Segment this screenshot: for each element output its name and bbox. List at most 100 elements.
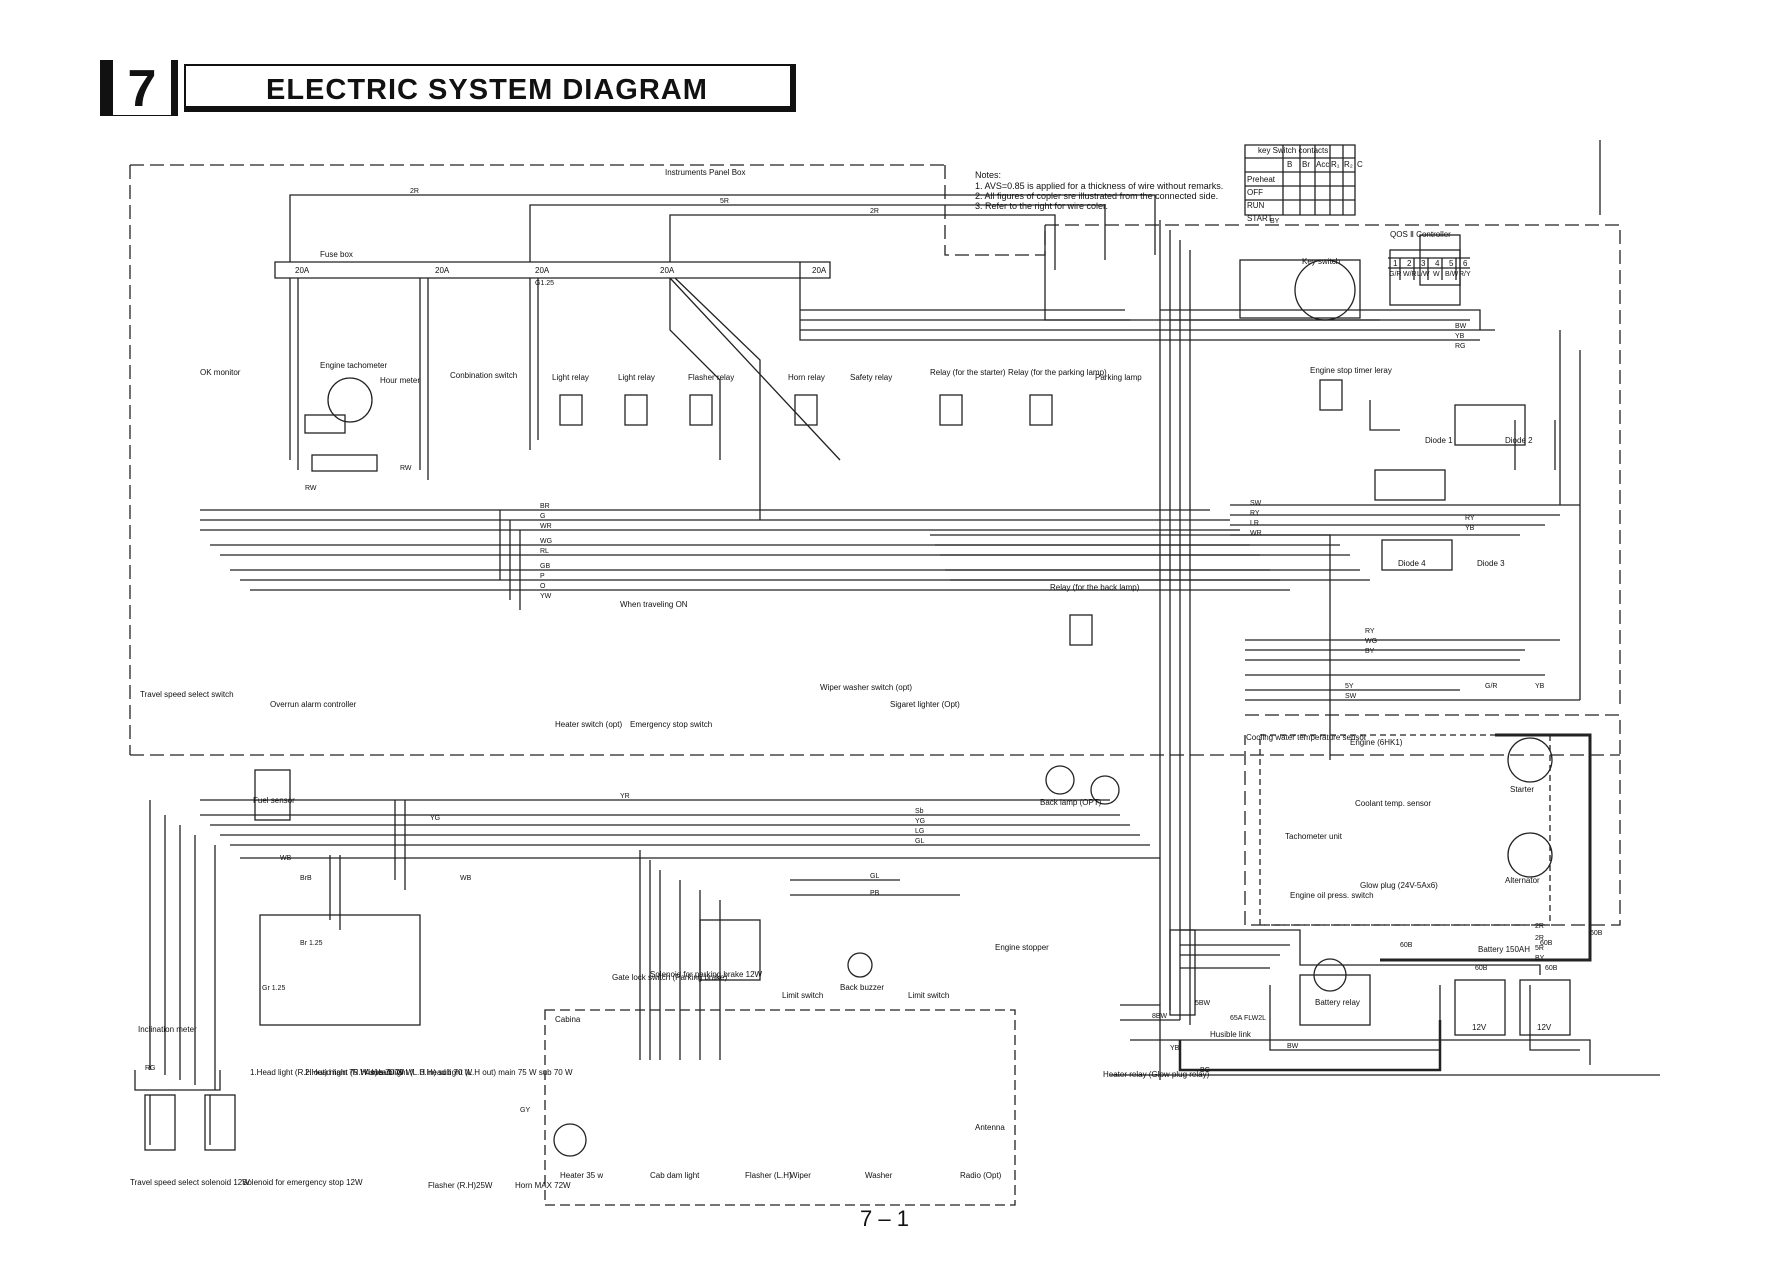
wire-label: PB (870, 890, 880, 897)
wire-label: YB (1455, 333, 1465, 340)
wire-label: 5BW (1195, 1000, 1211, 1007)
wire-label: BG (1200, 1067, 1210, 1074)
diode-1-label: Diode 1 (1425, 436, 1453, 445)
wire-label: WG (1365, 638, 1377, 645)
wire-label: 65A FLW2L (1230, 1015, 1266, 1022)
back-lamp-label: Back lamp (OPT) (1040, 798, 1102, 807)
qos-pin-4: 4 (1435, 259, 1440, 268)
wire-label: 60B (1475, 965, 1488, 972)
battery-volt-1: 12V (1472, 1023, 1487, 1032)
wire-label: 2R (410, 188, 419, 195)
wire-label: BR (540, 503, 550, 510)
wire-label: YB (1170, 1045, 1180, 1052)
key-row-preheat: Preheat (1247, 175, 1276, 184)
wire-label: WB (280, 855, 292, 862)
wire-label: 60B (1540, 940, 1553, 947)
gate-lock-switch-label: Gate lock switch (Parking brake) (612, 973, 727, 982)
key-col-b: B (1287, 160, 1292, 169)
flasher-lh-label: Flasher (L.H) (745, 1171, 792, 1180)
wire-label: 2R (870, 208, 879, 215)
battery-label: Battery 150AH (1478, 945, 1530, 954)
when-traveling-label: When traveling ON (620, 600, 688, 609)
wire-label: Gr 1.25 (262, 985, 285, 992)
light-relay-1-label: Light relay (552, 373, 589, 382)
parking-brake-solenoid-label: Solenoid for parking brake 12W (650, 970, 763, 979)
area-cabin: Cabina (555, 1015, 581, 1024)
wire-label: LG (915, 828, 924, 835)
qos-color-2: W/R (1403, 271, 1417, 278)
head-light-4-label: 4.Head light (L.H in) sub 70 W (365, 1068, 473, 1077)
glow-plug-label: Glow plug (24V-5Ax6) (1360, 881, 1438, 890)
wire-label: 5R (1535, 945, 1544, 952)
wire-label: RY (1465, 515, 1475, 522)
key-row-off: OFF (1247, 188, 1263, 197)
limit-switch-1-label: Limit switch (782, 991, 823, 1000)
starter-relay-label: Relay (for the starter) (930, 368, 1006, 377)
heater-label: Heater 35 w (560, 1171, 603, 1180)
wire-label: YB (1535, 683, 1545, 690)
head-light-1-label: 1.Head light (R.H out) main 75 W sub 70 … (250, 1068, 404, 1077)
engine-stopper-label: Engine stopper (995, 943, 1049, 952)
wire-label: 60B (1545, 965, 1558, 972)
qos-color-5: B/W (1445, 271, 1459, 278)
qos-pin-6: 6 (1463, 259, 1468, 268)
limit-switch-2-label: Limit switch (908, 991, 949, 1000)
fusible-link-label: Husible link (1210, 1030, 1252, 1039)
inclination-meter-label: Inclination meter (138, 1025, 197, 1034)
speed-solenoid-label: Travel speed select solenoid 12W (130, 1178, 250, 1187)
note-line-2: 2. All figures of copler sre illustrated… (975, 191, 1218, 201)
area-fuse-box: Fuse box (320, 250, 353, 259)
antenna-label: Antenna (975, 1123, 1005, 1132)
coolant-sensor-label: Coolant temp. sensor (1355, 799, 1431, 808)
diode-3-label: Diode 3 (1477, 559, 1505, 568)
engine-tachometer-label: Engine tachometer (320, 361, 387, 370)
notes-heading: Notes: (975, 170, 1001, 180)
wire-label: YG (915, 818, 925, 825)
wire-label: RG (145, 1065, 156, 1072)
fuse-5: 20A (812, 266, 827, 275)
wire-label: BY (1535, 955, 1545, 962)
qos-pin-3: 3 (1421, 259, 1426, 268)
title-frame: ELECTRIC SYSTEM DIAGRAM (184, 64, 796, 112)
page-header: 7 ELECTRIC SYSTEM DIAGRAM (100, 57, 800, 118)
parking-lamp-label: Parking lamp (1095, 373, 1142, 382)
key-col-acc: Acc (1316, 160, 1329, 169)
emergency-stop-switch-label: Emergency stop switch (630, 720, 712, 729)
qos-pin-1: 1 (1393, 259, 1398, 268)
wire-label: 5Y (1345, 683, 1354, 690)
chapter-number: 7 (113, 57, 171, 118)
wire-label: P (540, 573, 545, 580)
page-title: ELECTRIC SYSTEM DIAGRAM (266, 74, 708, 106)
qos-pin-5: 5 (1449, 259, 1454, 268)
wire-label: BY (1270, 218, 1280, 225)
back-buzzer-label: Back buzzer (840, 983, 884, 992)
wire-label: O (540, 583, 546, 590)
tachometer-unit-label: Tachometer unit (1285, 832, 1343, 841)
safety-relay-label: Safety relay (850, 373, 892, 382)
wiper-label: Wiper (790, 1171, 811, 1180)
emergency-solenoid-label: Solenoid for emergency stop 12W (242, 1178, 363, 1187)
key-switch-table-title: key Switch contacts (1258, 146, 1328, 155)
qos-color-4: W (1433, 271, 1440, 278)
qos-color-6: R/Y (1459, 271, 1471, 278)
key-row-start: START (1247, 214, 1273, 223)
note-line-3: 3. Refer to the right for wire coler. (975, 201, 1108, 211)
alternator-label: Alternator (1505, 876, 1540, 885)
horn-label: Horn MAX 72W (515, 1181, 571, 1190)
key-col-br: Br (1302, 160, 1310, 169)
wire-label: BY (1365, 648, 1375, 655)
diode-4-label: Diode 4 (1398, 559, 1426, 568)
cigarette-lighter-label: Sigaret lighter (Opt) (890, 700, 960, 709)
washer-label: Washer (865, 1171, 893, 1180)
wire-label: RL (540, 548, 549, 555)
radio-label: Radio (Opt) (960, 1171, 1002, 1180)
battery-relay-label: Battery relay (1315, 998, 1360, 1007)
starter-label: Starter (1510, 785, 1534, 794)
wire-label: 60B (1400, 942, 1413, 949)
fuse-2: 20A (435, 266, 450, 275)
combination-switch-label: Conbination switch (450, 371, 517, 380)
wire-label: LR (1250, 520, 1259, 527)
wire-label: RY (1250, 510, 1260, 517)
heater-relay-label: Heater relay (Glow plug relay) (1103, 1070, 1210, 1079)
back-lamp-relay-label: Relay (for the back lamp) (1050, 583, 1140, 592)
